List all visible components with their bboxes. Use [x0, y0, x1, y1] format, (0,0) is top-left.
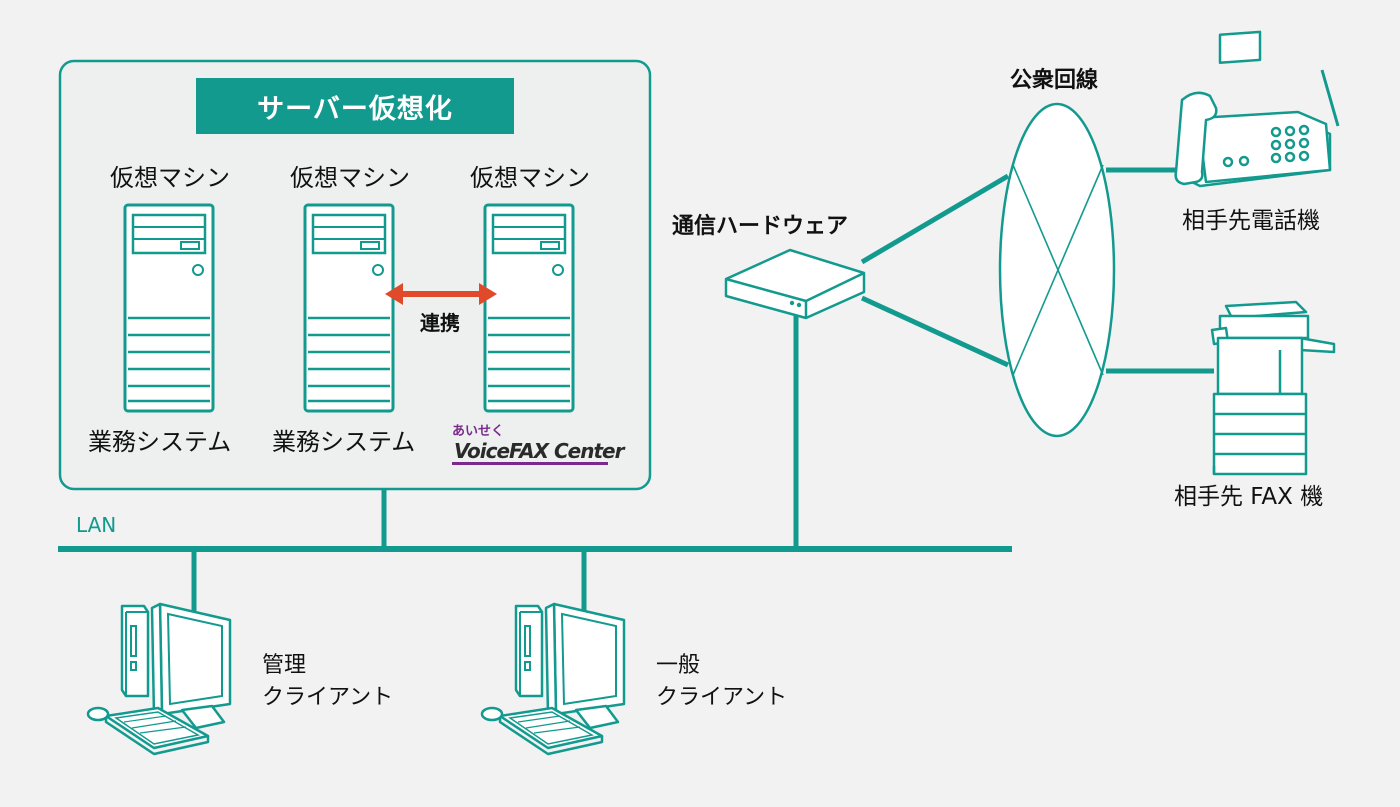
admin-client-line2: クライアント [262, 684, 394, 710]
system-label: 業務システム [272, 428, 416, 456]
admin-client-line1: 管理 [262, 653, 307, 678]
logo-underline [452, 462, 608, 465]
general-client-pc-icon [480, 602, 626, 756]
lan-label: LAN [76, 513, 117, 537]
admin-client-label: 管理 クライアント [262, 650, 393, 714]
fax-label: 相手先 FAX 機 [1174, 484, 1324, 510]
admin-client-pc-icon [86, 602, 232, 756]
phone-icon [1174, 30, 1340, 188]
general-client-line1: 一般 [656, 653, 701, 678]
fax-machine-icon [1210, 300, 1336, 476]
server-icon [483, 203, 575, 413]
server-icon [123, 203, 215, 413]
vm-label: 仮想マシン [110, 164, 230, 192]
vm-label: 仮想マシン [470, 164, 590, 192]
link-label: 連携 [420, 311, 460, 335]
comm-hardware-icon [724, 248, 866, 320]
logo-kana: あいせく [452, 424, 505, 439]
phone-label: 相手先電話機 [1182, 208, 1320, 234]
link-arrow [385, 283, 497, 305]
server-icon [303, 203, 395, 413]
general-client-line2: クライアント [656, 684, 788, 710]
logo-text: VoiceFAX Center [454, 439, 624, 463]
system-label: 業務システム [88, 428, 232, 456]
general-client-label: 一般 クライアント [656, 650, 787, 714]
vm-label: 仮想マシン [290, 164, 410, 192]
comm-hardware-label: 通信ハードウェア [672, 214, 849, 239]
public-line-label: 公衆回線 [1010, 68, 1099, 93]
public-line-icon [998, 102, 1116, 438]
virtualization-title: サーバー仮想化 [196, 78, 514, 134]
